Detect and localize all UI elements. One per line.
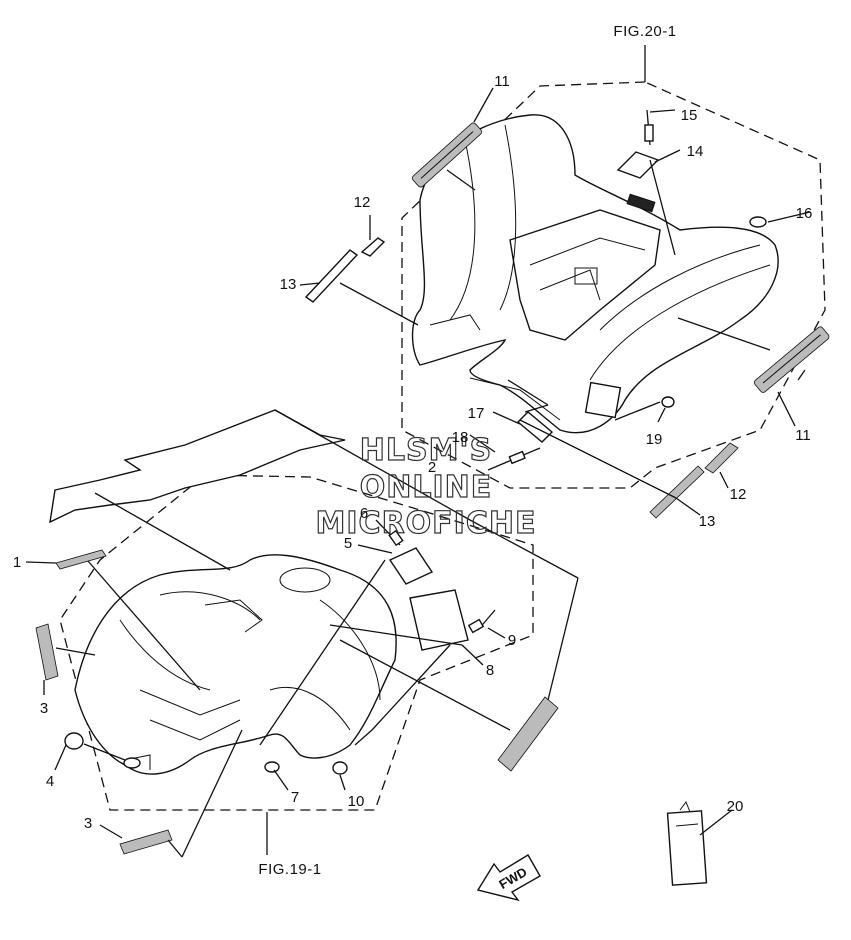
callout-3-left: 3 — [40, 700, 48, 717]
part-14-plate — [616, 151, 660, 179]
part-8-plate — [409, 589, 469, 651]
part-7-grommet — [264, 761, 280, 773]
part-9-bolt — [467, 609, 496, 634]
callout-13-right: 13 — [699, 513, 716, 530]
callout-20: 20 — [727, 798, 744, 815]
callout-7: 7 — [291, 789, 299, 806]
front-fender — [74, 554, 397, 775]
part-20-card — [666, 800, 733, 886]
callout-3-bottom: 3 — [84, 815, 92, 832]
callout-18: 18 — [452, 429, 469, 446]
callout-5: 5 — [344, 535, 352, 552]
part-4-emblem — [64, 732, 84, 750]
callout-12-right: 12 — [730, 486, 747, 503]
watermark: HLSM'S ONLINE MICROFICHE — [315, 432, 537, 541]
callout-11-right: 11 — [795, 427, 811, 444]
decal-3-bottom — [119, 829, 173, 855]
figure-ref-top: FIG.20-1 — [613, 23, 676, 40]
part-16-grommet — [749, 216, 767, 228]
callout-17: 17 — [468, 405, 485, 422]
front-fender-group — [25, 409, 579, 858]
decal-yamaha-side — [497, 696, 559, 772]
decal-12-left — [360, 237, 386, 257]
part-19-grommet — [661, 396, 675, 408]
watermark-line2: ONLINE — [360, 470, 493, 505]
callout-16: 16 — [796, 205, 813, 222]
callout-15: 15 — [681, 107, 698, 124]
watermark-line3: MICROFICHE — [316, 506, 537, 541]
part-5-plate — [388, 547, 434, 585]
decal-3-left — [35, 623, 59, 681]
part-15-bolt — [644, 109, 654, 146]
decal-13-right — [649, 465, 705, 519]
callout-10: 10 — [348, 793, 365, 810]
front-group-boundary — [59, 474, 534, 811]
decal-2-front — [49, 409, 346, 524]
decal-12-right — [704, 442, 739, 474]
part-6-bolt — [375, 519, 404, 547]
plate-area — [584, 381, 622, 419]
callout-13-left: 13 — [280, 276, 297, 293]
callout-6: 6 — [360, 505, 368, 522]
callout-1: 1 — [13, 554, 21, 571]
decal-11-left — [411, 122, 483, 188]
part-18-bolt — [487, 447, 541, 471]
callout-4: 4 — [46, 773, 54, 790]
callout-9: 9 — [508, 632, 516, 649]
part-10-grommet — [332, 761, 348, 775]
watermark-line1: HLSM'S — [360, 433, 492, 468]
decal-13-left — [304, 249, 359, 303]
callout-14: 14 — [687, 143, 704, 160]
callout-19: 19 — [646, 431, 663, 448]
callout-12-left: 12 — [354, 194, 371, 211]
rear-fender-group — [299, 45, 830, 519]
callout-8: 8 — [486, 662, 494, 679]
figure-ref-bottom: FIG.19-1 — [258, 861, 321, 878]
callout-11-top: 11 — [494, 73, 510, 90]
decal-11-right — [753, 326, 830, 393]
callout-2: 2 — [428, 459, 436, 476]
fwd-arrow: FWD — [476, 854, 541, 902]
storage-box — [509, 209, 661, 341]
decal-1 — [55, 549, 107, 570]
